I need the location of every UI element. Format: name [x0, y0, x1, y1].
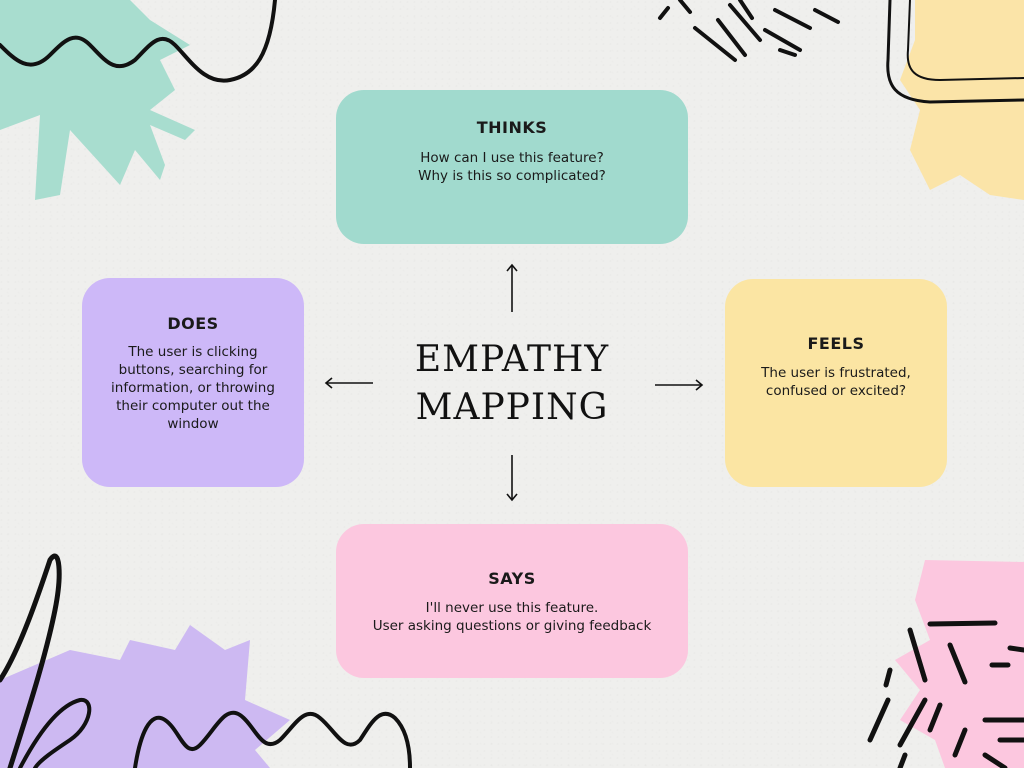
outline-shape-top-right-2 — [906, 0, 1024, 82]
loop-line-bottom-left — [0, 553, 62, 768]
curl-line-bottom-left — [18, 698, 92, 768]
dashes-bottom-right — [867, 620, 1024, 768]
title-line-1: EMPATHY — [414, 339, 610, 380]
thinks-heading: THINKS — [476, 118, 548, 137]
thinks-card: THINKS How can I use this feature? Why i… — [336, 90, 688, 244]
says-text: I'll never use this feature. User asking… — [372, 600, 652, 634]
wavy-line-top-left — [0, 0, 277, 83]
purple-blob-bottom-left — [0, 625, 290, 768]
does-card: DOES The user is clicking buttons, searc… — [82, 278, 304, 487]
feels-card: FEELS The user is frustrated, confused o… — [725, 279, 947, 487]
diagram-title: EMPATHY MAPPING — [380, 336, 644, 432]
wavy-line-bottom — [133, 710, 412, 768]
dashes-top — [658, 0, 840, 62]
does-heading: DOES — [167, 314, 219, 333]
title-line-2: MAPPING — [415, 387, 609, 428]
feels-heading: FEELS — [807, 334, 865, 353]
does-text: The user is clicking buttons, searching … — [111, 344, 275, 432]
outline-shape-top-right — [886, 0, 1024, 104]
teal-leaf-shape — [0, 0, 195, 200]
connector-arrows — [324, 263, 704, 502]
says-heading: SAYS — [488, 569, 536, 588]
thinks-text: How can I use this feature? Why is this … — [418, 150, 606, 184]
says-card: SAYS I'll never use this feature. User a… — [336, 524, 688, 678]
feels-text: The user is frustrated, confused or exci… — [761, 365, 911, 399]
